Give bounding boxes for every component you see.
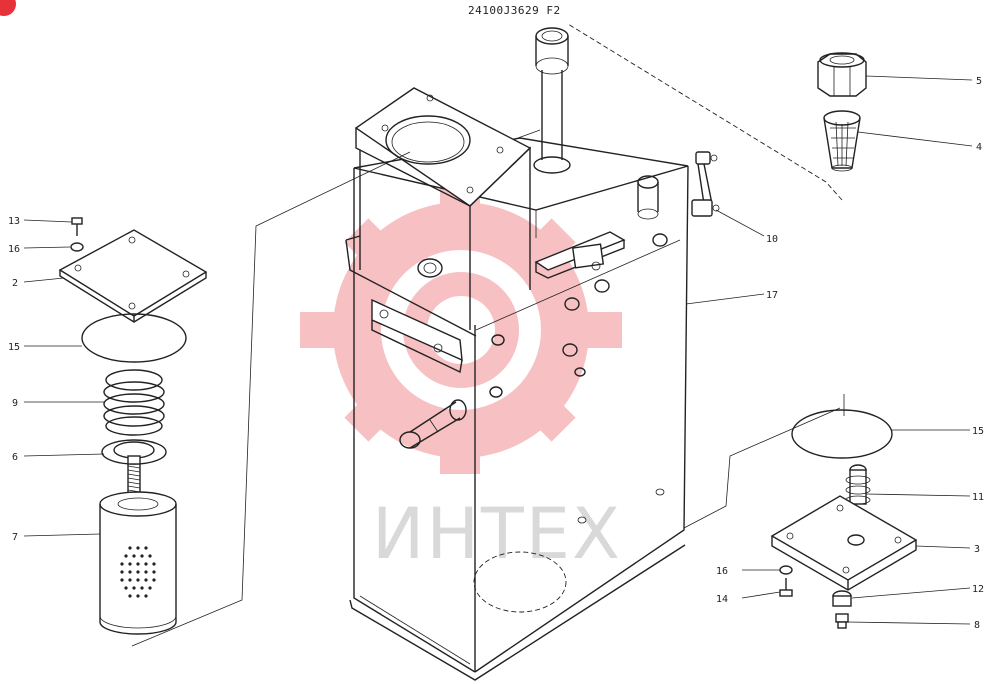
side-pipe xyxy=(399,399,467,449)
corner-badge xyxy=(0,0,16,16)
cover-plate-2 xyxy=(58,229,208,323)
callout-10: 10 xyxy=(766,234,778,245)
callout-13: 13 xyxy=(8,216,20,227)
washer-16 xyxy=(70,242,84,252)
callout-2: 2 xyxy=(12,278,18,289)
perforation-dot xyxy=(136,562,140,566)
spring-9 xyxy=(103,369,165,436)
mount-bracket xyxy=(534,231,626,279)
strainer-4 xyxy=(823,110,861,172)
callout-16-right: 16 xyxy=(716,566,728,577)
filter-element-7 xyxy=(99,491,177,635)
perforation-dot xyxy=(144,578,148,582)
perforation-dot xyxy=(144,562,148,566)
callout-16-left: 16 xyxy=(8,244,20,255)
perforation-dot xyxy=(140,554,144,558)
perforation-dot xyxy=(152,578,156,582)
perforation-dot xyxy=(144,594,148,598)
perforation-dot xyxy=(152,562,156,566)
perforation-dot xyxy=(128,594,132,598)
perforation-dot xyxy=(120,562,124,566)
washer-16-right xyxy=(779,565,793,575)
callout-15-right: 15 xyxy=(972,426,984,437)
callout-14: 14 xyxy=(716,594,728,605)
perforation-dot xyxy=(136,570,140,574)
callout-3: 3 xyxy=(974,544,980,555)
callout-9: 9 xyxy=(12,398,18,409)
callout-8: 8 xyxy=(974,620,980,631)
perforation-dot xyxy=(132,586,136,590)
perforation-dot xyxy=(124,586,128,590)
perforation-dot xyxy=(128,546,132,550)
callout-17: 17 xyxy=(766,290,778,301)
plug-12 xyxy=(832,590,852,607)
cap-5 xyxy=(817,52,867,97)
perforation-dot xyxy=(120,570,124,574)
side-bar xyxy=(371,298,463,374)
leader-lines xyxy=(23,75,973,625)
callout-12: 12 xyxy=(972,584,984,595)
filler-box xyxy=(345,87,532,337)
callout-5: 5 xyxy=(976,76,982,87)
perforation-dot xyxy=(128,562,132,566)
callout-15-left: 15 xyxy=(8,342,20,353)
stub-pipe xyxy=(637,175,659,220)
level-gauge-10 xyxy=(691,151,720,217)
o-ring-15-left xyxy=(81,313,187,363)
perforation-dot xyxy=(128,570,132,574)
bolt-13 xyxy=(71,217,83,236)
perforation-dot xyxy=(136,546,140,550)
perforation-dot xyxy=(128,578,132,582)
callout-11: 11 xyxy=(972,492,984,503)
plate-3 xyxy=(770,495,918,591)
perforation-dot xyxy=(152,570,156,574)
perforation-dot xyxy=(132,554,136,558)
perforation-dot xyxy=(148,554,152,558)
o-ring-15-right xyxy=(791,409,893,459)
perforation-dot xyxy=(120,578,124,582)
watermark-text: ИНТЕХ xyxy=(372,493,622,575)
perforation-dot xyxy=(148,586,152,590)
plug-8 xyxy=(835,613,849,629)
fittings xyxy=(489,233,668,524)
bolt-14 xyxy=(779,578,793,597)
watermark xyxy=(300,186,622,474)
perforation-dot xyxy=(140,586,144,590)
callout-4: 4 xyxy=(976,142,982,153)
perforation-dot xyxy=(136,594,140,598)
valve-6 xyxy=(101,439,167,496)
vent-pipe xyxy=(517,27,571,174)
perforation-dot xyxy=(124,554,128,558)
perforation-dot xyxy=(144,570,148,574)
axis-line-right-2 xyxy=(683,407,841,529)
callout-7: 7 xyxy=(12,532,18,543)
axis-line-top xyxy=(567,23,843,201)
callout-6: 6 xyxy=(12,452,18,463)
axis-line-left xyxy=(131,151,411,647)
drawing-code: 24100J3629 F2 xyxy=(468,4,561,17)
perforation-dot xyxy=(144,546,148,550)
perforation-dot xyxy=(136,578,140,582)
